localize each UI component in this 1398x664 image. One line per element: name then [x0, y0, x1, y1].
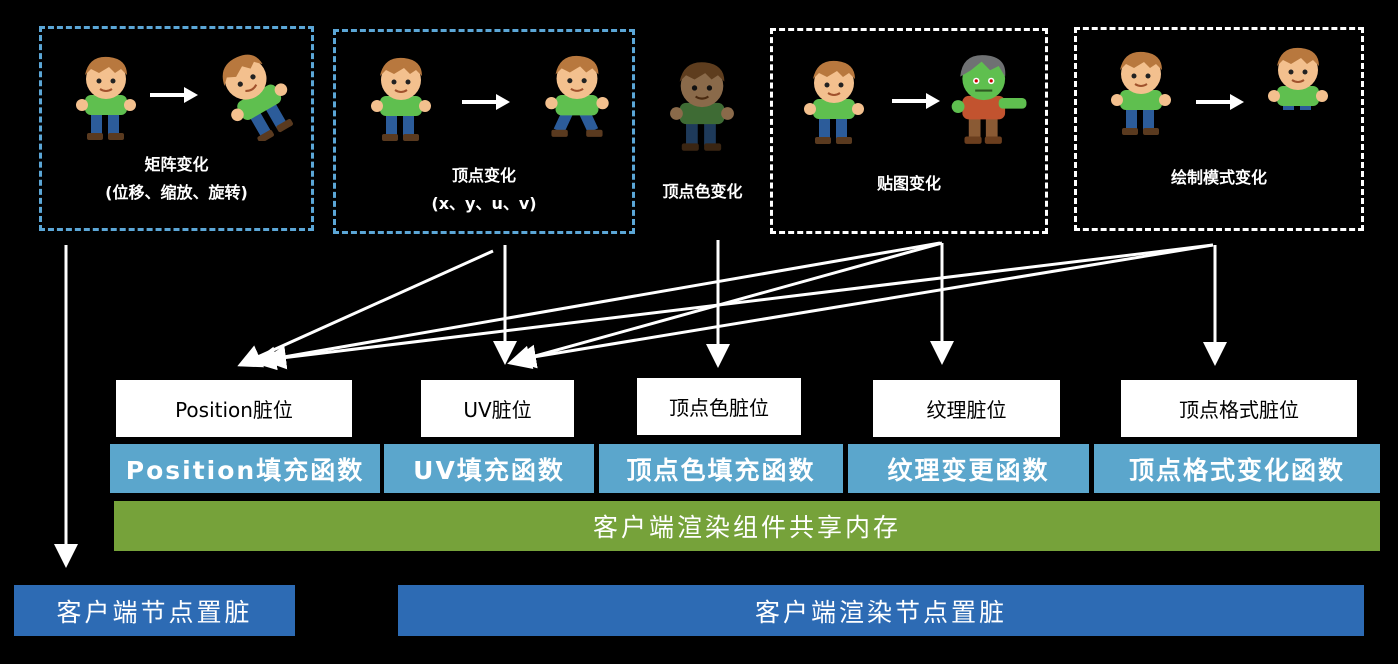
- panel-texture-change: 贴图变化: [770, 28, 1048, 234]
- deformed-character-icon: [544, 52, 610, 146]
- character-icon: [370, 54, 432, 146]
- dirty-flag-uv: UV脏位: [421, 380, 574, 437]
- dirty-flag-vertex-color: 顶点色脏位: [637, 378, 801, 435]
- character-icon: [1110, 46, 1172, 142]
- rotated-character-icon: [210, 49, 300, 145]
- panel-sublabel: (位移、缩放、旋转): [105, 183, 248, 202]
- shared-memory-bar: 客户端渲染组件共享内存: [114, 501, 1380, 551]
- arrow-right-icon: [460, 92, 512, 116]
- panel-matrix-change: 矩阵变化 (位移、缩放、旋转): [39, 26, 314, 231]
- arrow-right-icon: [890, 91, 942, 115]
- function-vertex-color-fill: 顶点色填充函数: [599, 444, 843, 493]
- dirty-flag-position: Position脏位: [116, 380, 352, 437]
- arrow-texture-to-position: [252, 241, 941, 371]
- arrow-drawmode-to-position: [262, 243, 1214, 370]
- function-uv-fill: UV填充函数: [384, 444, 594, 493]
- panel-label: 顶点色变化: [662, 182, 743, 201]
- arrow-drawmode-to-uv: [512, 243, 1214, 369]
- tinted-character-icon: [669, 58, 735, 156]
- function-texture-change: 纹理变更函数: [848, 444, 1089, 493]
- dirty-flag-vertex-format: 顶点格式脏位: [1121, 380, 1357, 437]
- client-node-dirty-box: 客户端节点置脏: [14, 585, 295, 636]
- dirty-flag-texture: 纹理脏位: [873, 380, 1060, 437]
- panel-label: 绘制模式变化: [1170, 168, 1267, 187]
- panel-sublabel: (x、y、u、v): [431, 194, 537, 213]
- function-position-fill: Position填充函数: [110, 444, 380, 493]
- panel-draw-mode-change: 绘制模式变化: [1074, 27, 1364, 231]
- arrow-right-icon: [1194, 92, 1246, 116]
- zombie-character-icon: [945, 51, 1031, 149]
- function-vertex-format-change: 顶点格式变化函数: [1094, 444, 1380, 493]
- client-render-node-dirty-box: 客户端渲染节点置脏: [398, 585, 1364, 636]
- panel-label: 贴图变化: [876, 174, 941, 193]
- character-icon: [803, 57, 865, 149]
- panel-vertex-color-change: 顶点色变化: [645, 50, 760, 210]
- arrow-right-icon: [148, 85, 200, 109]
- panel-label: 矩阵变化: [144, 155, 209, 174]
- clipped-character-icon: [1267, 42, 1331, 110]
- panel-label: 顶点变化: [451, 166, 516, 185]
- character-icon: [75, 53, 137, 145]
- panel-vertex-change: 顶点变化 (x、y、u、v): [333, 29, 635, 234]
